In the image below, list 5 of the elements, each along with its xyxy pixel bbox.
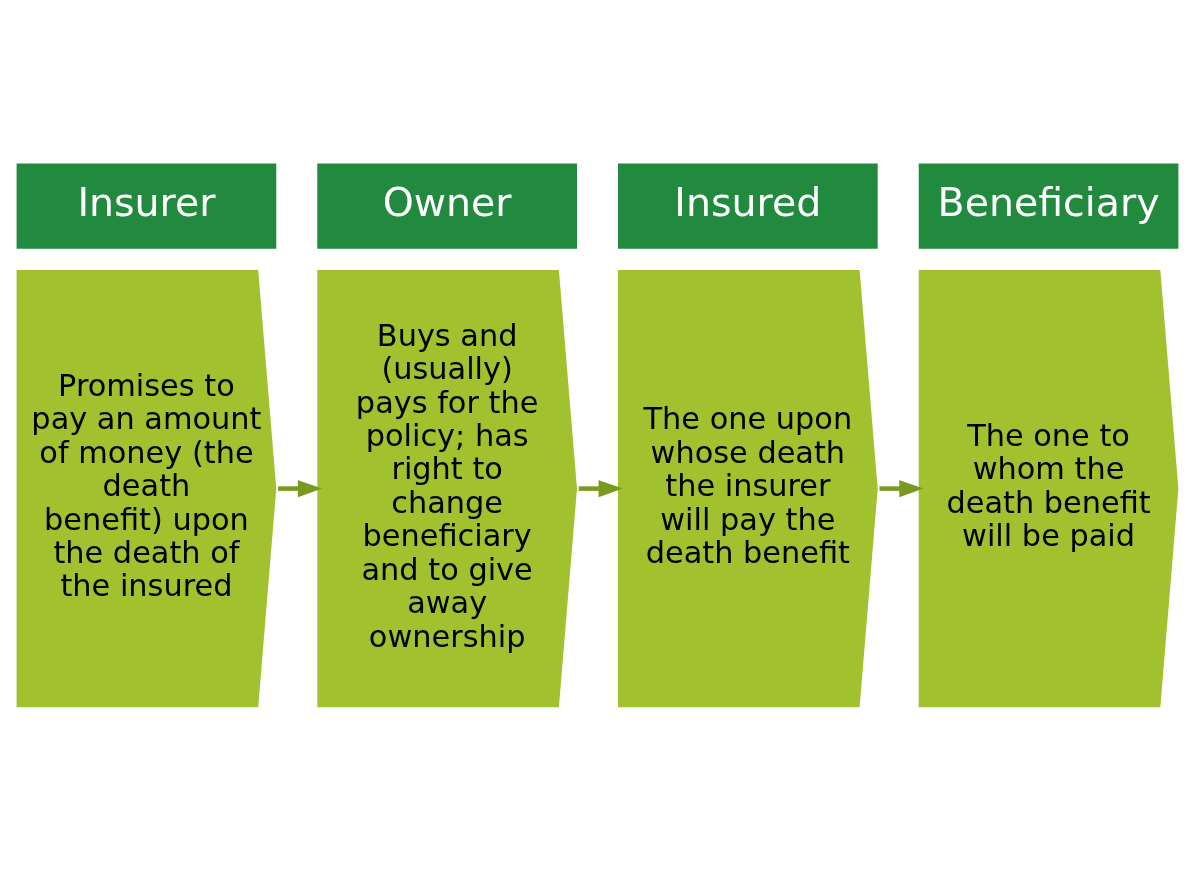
- arrow: [879, 479, 924, 497]
- arrow: [578, 479, 623, 497]
- node-box: Insurer: [13, 160, 280, 252]
- node-box: Beneficiary: [915, 160, 1182, 252]
- arrow: [278, 479, 323, 497]
